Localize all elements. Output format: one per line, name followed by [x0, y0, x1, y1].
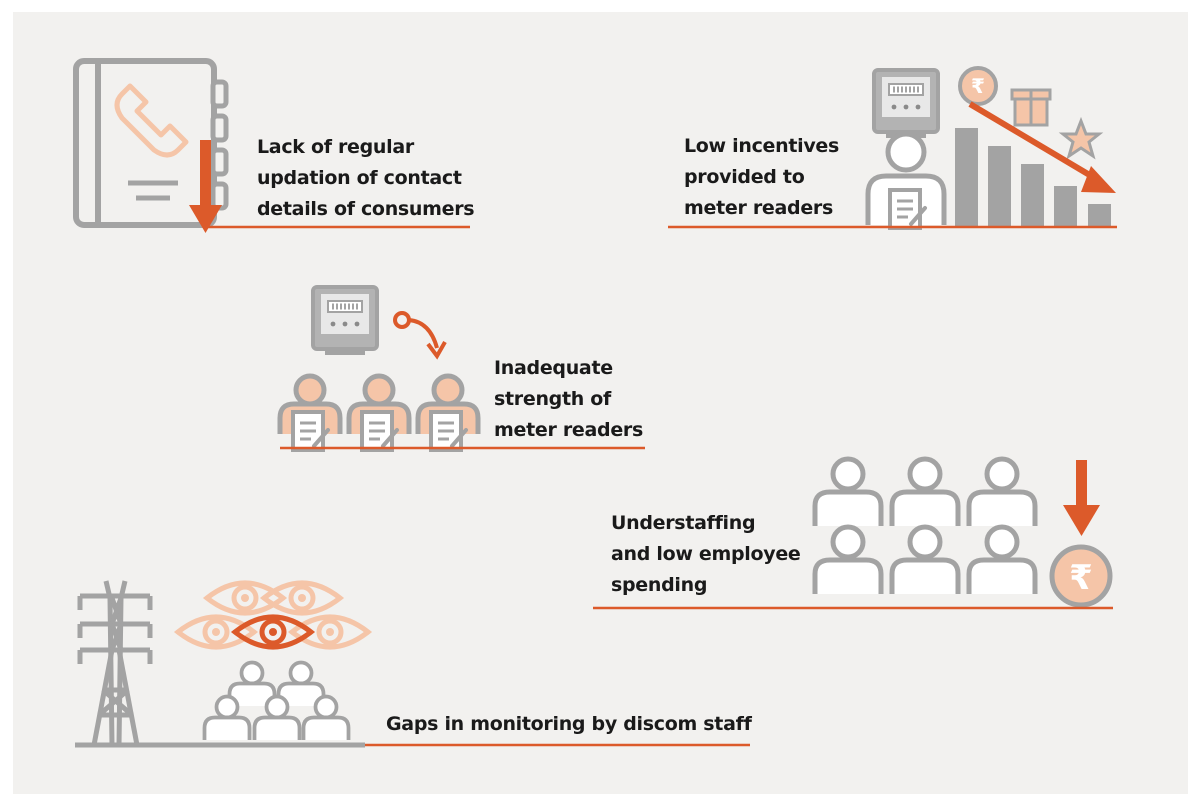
label-line: details of consumers [257, 198, 475, 220]
label-line: spending [611, 574, 708, 596]
label-line: Inadequate [494, 357, 613, 379]
label-inadequate-strength: Inadequate strength of meter readers [494, 353, 643, 446]
address-book-phone-icon [73, 58, 229, 233]
label-line: Gaps in monitoring by discom staff [386, 713, 752, 735]
svg-text:₹: ₹ [1069, 558, 1093, 598]
label-contact-details: Lack of regular updation of contact deta… [257, 132, 475, 225]
label-line: strength of [494, 388, 612, 410]
label-monitoring-gaps: Gaps in monitoring by discom staff [386, 709, 752, 740]
meter-readers-group-icon [280, 287, 478, 450]
transmission-tower-eyes-icon [77, 580, 368, 746]
label-line: Lack of regular [257, 136, 414, 158]
label-line: meter readers [684, 197, 833, 219]
label-line: and low employee [611, 543, 801, 565]
label-line: meter readers [494, 419, 643, 441]
svg-text:₹: ₹ [971, 74, 985, 98]
label-understaffing: Understaffing and low employee spending [611, 508, 801, 601]
label-line: Understaffing [611, 512, 756, 534]
label-line: updation of contact [257, 167, 462, 189]
label-low-incentives: Low incentives provided to meter readers [684, 131, 839, 224]
label-line: provided to [684, 166, 805, 188]
label-line: Low incentives [684, 135, 840, 157]
declining-incentives-bar-chart-icon: ₹ [865, 66, 1116, 230]
staff-and-rupee-down-icon: ₹ [815, 459, 1113, 608]
